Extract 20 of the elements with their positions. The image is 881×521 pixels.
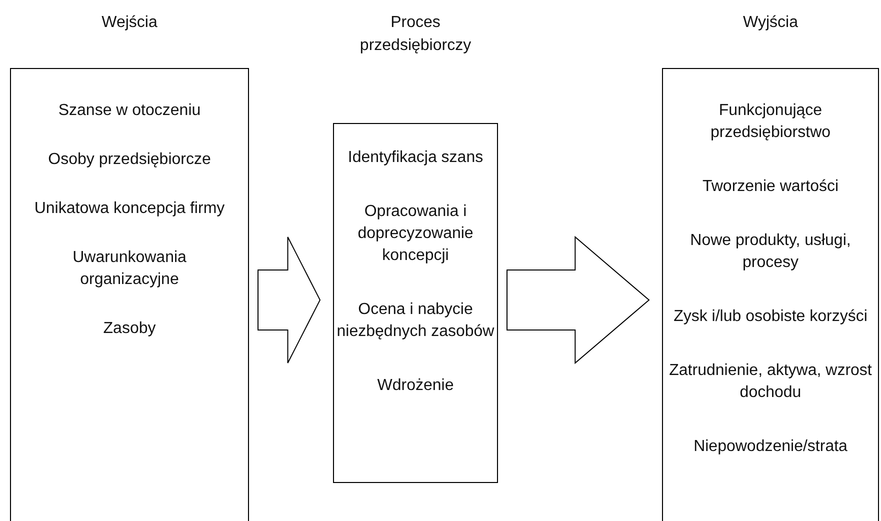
list-item: Nowe produkty, usługi, procesy	[689, 231, 852, 273]
list-item: Wdrożenie	[377, 376, 454, 396]
list-item: Zasoby	[103, 319, 156, 339]
list-item: Identyfikacja szans	[348, 148, 484, 168]
column-heading: Proces przedsiębiorczy	[358, 13, 472, 56]
column-heading: Wyjścia	[743, 13, 798, 33]
list-item: Tworzenie wartości	[702, 177, 839, 197]
list-item: Zatrudnienie, aktywa, wzrost dochodu	[668, 361, 873, 403]
list-item: Opracowania i doprecyzowanie koncepcji	[356, 202, 474, 266]
column-heading: Wejścia	[102, 13, 158, 33]
list-item: Funkcjonujące przedsiębiorstwo	[709, 101, 832, 143]
list-item: Zysk i/lub osobiste korzyści	[674, 307, 868, 327]
list-item: Niepowodzenie/strata	[694, 437, 848, 457]
list-item: Unikatowa koncepcja firmy	[34, 199, 225, 219]
list-item: Uwarunkowania organizacyjne	[72, 248, 188, 290]
list-item: Osoby przedsiębiorcze	[48, 150, 211, 170]
block-arrow	[506, 236, 650, 364]
block-arrow	[258, 236, 321, 364]
list-item: Szanse w otoczeniu	[58, 101, 201, 121]
list-item: Ocena i nabycie niezbędnych zasobów	[336, 300, 496, 342]
